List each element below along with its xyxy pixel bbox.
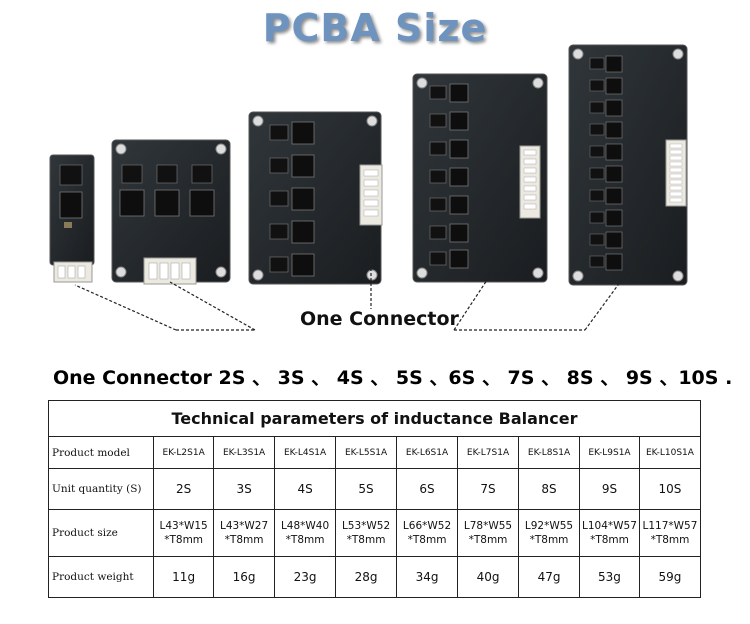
size-dimensions: L104*W57 (582, 520, 637, 532)
size-dimensions: L92*W55 (524, 520, 574, 532)
row-label-quantity: Unit quantity (S) (47, 468, 155, 510)
table-cell: L104*W57 *T8mm (579, 509, 640, 557)
page-title: PCBA Size (262, 6, 488, 50)
table-cell: EK-L2S1A (153, 436, 215, 469)
table-row-size: Product size L43*W15 *T8mm L43*W27 *T8mm L… (47, 509, 702, 557)
table-cell: 59g (638, 556, 702, 598)
size-dimensions: L53*W52 (341, 520, 391, 532)
pcba-board-illustration (49, 44, 688, 331)
size-dimensions: L43*W27 (219, 520, 269, 532)
table-cell: 40g (457, 556, 520, 598)
connector-callout-lines (74, 205, 677, 331)
size-dimensions: L43*W15 (159, 520, 208, 532)
size-thickness: *T8mm (590, 534, 629, 546)
table-cell: 10S (638, 468, 702, 510)
row-label-weight: Product weight (47, 556, 155, 598)
table-cell: 53g (579, 556, 640, 598)
table-cell: L43*W15 *T8mm (153, 509, 215, 557)
table-cell: 34g (396, 556, 459, 598)
table-cell: 3S (213, 468, 276, 510)
table-cell: L43*W27 *T8mm (213, 509, 276, 557)
table-cell: EK-L7S1A (457, 436, 520, 469)
table-cell: 5S (335, 468, 398, 510)
size-dimensions: L117*W57 (642, 520, 698, 532)
table-cell: 4S (274, 468, 337, 510)
table-cell: EK-L4S1A (274, 436, 337, 469)
table-cell: 23g (274, 556, 337, 598)
table-cell: L48*W40 *T8mm (274, 509, 337, 557)
table-cell: L92*W55 *T8mm (518, 509, 580, 557)
table-cell: EK-L6S1A (396, 436, 459, 469)
table-cell: 8S (518, 468, 580, 510)
size-dimensions: L48*W40 (280, 520, 330, 532)
table-cell: 47g (518, 556, 580, 598)
size-thickness: *T8mm (164, 534, 204, 546)
size-thickness: *T8mm (285, 534, 325, 546)
table-cell: EK-L9S1A (579, 436, 640, 469)
table-cell: 28g (335, 556, 398, 598)
table-cell: 6S (396, 468, 459, 510)
table-cell: 16g (213, 556, 276, 598)
one-connector-label: One Connector (300, 308, 459, 330)
board-6s (412, 73, 548, 283)
table-cell: EK-L8S1A (518, 436, 580, 469)
table-row-weight: Product weight 11g 16g 23g 28g 34g 40g 4… (47, 556, 702, 598)
row-label-model: Product model (47, 436, 155, 469)
size-thickness: *T8mm (468, 534, 508, 546)
table-cell: 2S (153, 468, 215, 510)
row-label-size: Product size (47, 509, 155, 557)
table-cell: EK-L5S1A (335, 436, 398, 469)
table-row-quantity: Unit quantity (S) 2S 3S 4S 5S 6S 7S 8S 9… (47, 468, 702, 510)
table-cell: L117*W57 *T8mm (638, 509, 702, 557)
table-cell: 9S (579, 468, 640, 510)
size-thickness: *T8mm (407, 534, 447, 546)
board-10s (568, 44, 688, 286)
board-2s (49, 154, 95, 283)
table-title: Technical parameters of inductance Balan… (48, 400, 701, 437)
series-range-text: One Connector 2S 、 3S 、 4S 、 5S 、6S 、 7S… (53, 367, 733, 389)
table-cell: L53*W52 *T8mm (335, 509, 398, 557)
size-dimensions: L66*W52 (402, 520, 452, 532)
size-thickness: *T8mm (650, 534, 690, 546)
board-4s (248, 111, 383, 285)
size-dimensions: L78*W55 (463, 520, 513, 532)
table-row-model: Product model EK-L2S1A EK-L3S1A EK-L4S1A… (47, 436, 702, 469)
table-cell: EK-L3S1A (213, 436, 276, 469)
table-cell: L78*W55 *T8mm (457, 509, 520, 557)
table-cell: 7S (457, 468, 520, 510)
spec-table: Technical parameters of inductance Balan… (47, 400, 702, 598)
table-cell: 11g (153, 556, 215, 598)
size-thickness: *T8mm (346, 534, 386, 546)
table-cell: EK-L10S1A (638, 436, 702, 469)
board-3s (111, 139, 231, 285)
size-thickness: *T8mm (529, 534, 569, 546)
table-cell: L66*W52 *T8mm (396, 509, 459, 557)
size-thickness: *T8mm (224, 534, 264, 546)
